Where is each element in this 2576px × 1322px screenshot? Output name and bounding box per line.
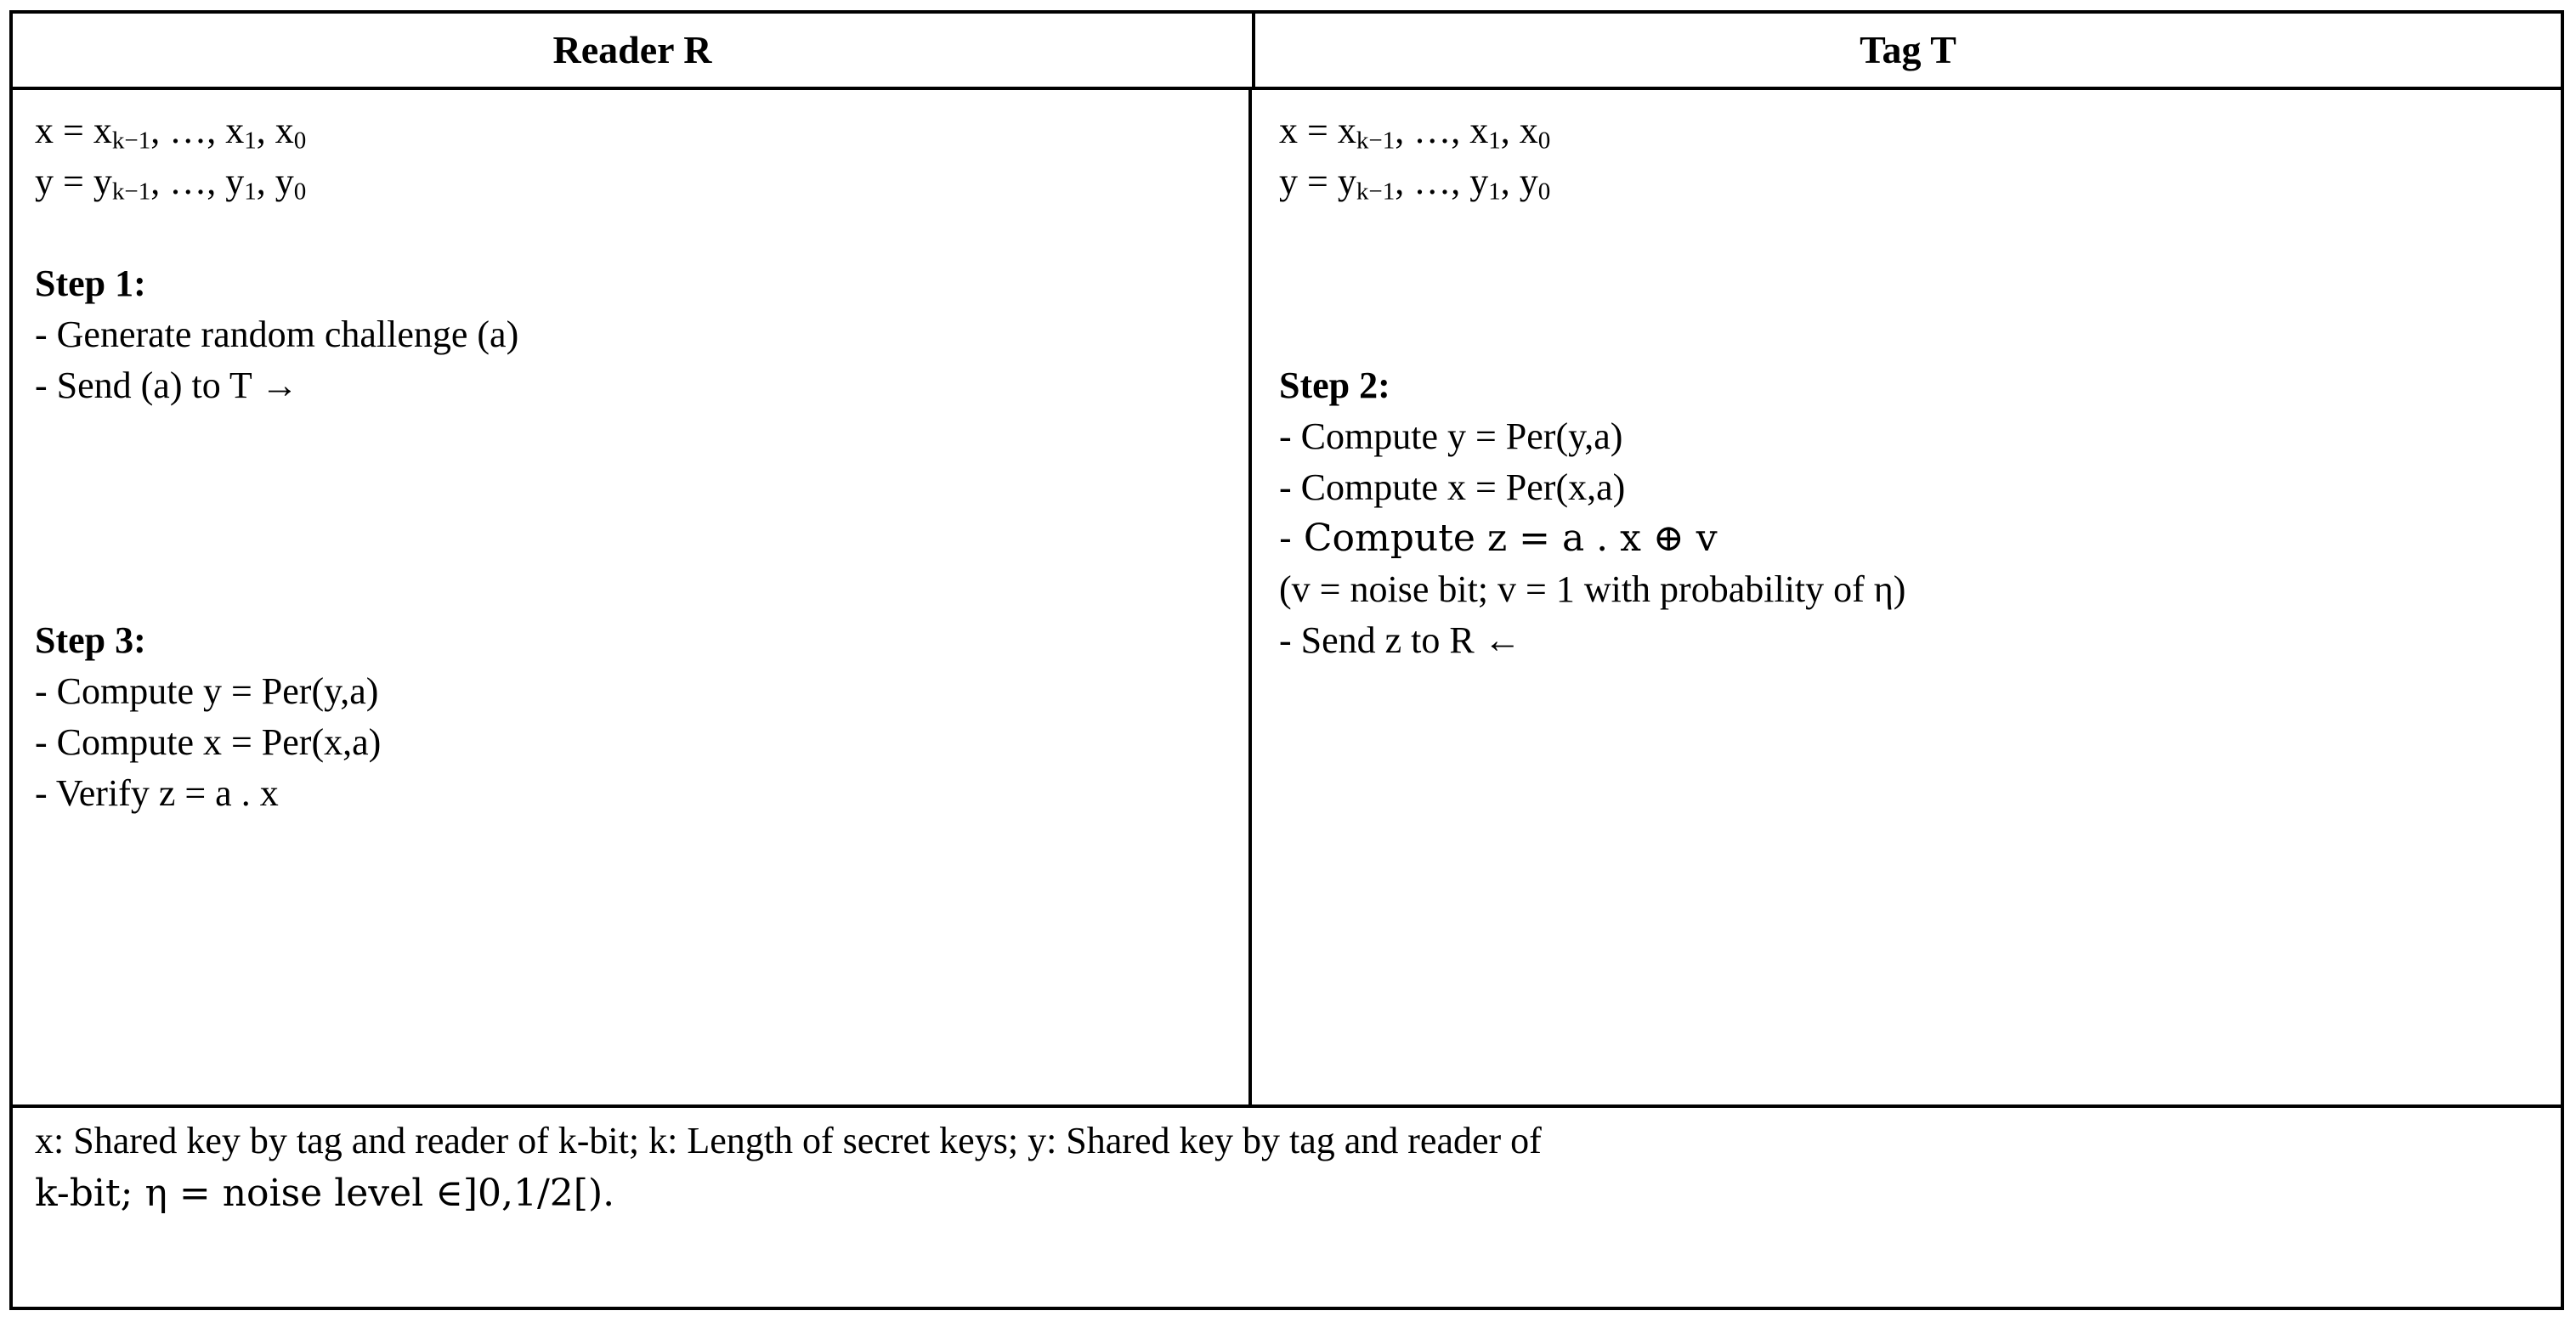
tag-key-def-x-lhs: x = x <box>1279 110 1356 151</box>
tag-key-def-y-lhs: y = y <box>1279 161 1356 202</box>
key-def-x-sub1: k−1 <box>111 127 151 155</box>
tag-key-def-y-mid: , …, y <box>1395 161 1489 202</box>
protocol-table: Reader R Tag T x = xk−1, …, x1, x0 y = y… <box>9 10 2564 1310</box>
column-header-tag-label: Tag T <box>1860 28 1956 71</box>
tag-key-def-x-sub1: k−1 <box>1356 127 1396 155</box>
key-def-y-sub1: k−1 <box>111 178 151 206</box>
tag-step2-title: Step 2: <box>1279 364 1390 406</box>
key-def-x-lhs: x = x <box>35 110 112 151</box>
tag-spacer-3 <box>1279 309 2561 360</box>
tag-step2-line-4: (v = noise bit; v = 1 with probability o… <box>1279 568 1906 610</box>
reader-spacer-1 <box>35 207 1248 258</box>
tag-spacer-2 <box>1279 258 2561 309</box>
key-def-x-sub2: 1 <box>244 127 257 155</box>
tag-key-def-x: x = xk−1, …, x1, x0 <box>1279 105 2561 156</box>
reader-step1-line-2: - Send (a) to T → <box>35 364 298 406</box>
tag-key-def-x-sub3: 0 <box>1537 127 1551 155</box>
tag-key-def-x-mid2: , x <box>1500 110 1538 151</box>
tag-key-def-y-mid2: , y <box>1500 161 1538 202</box>
reader-spacer-3 <box>35 462 1248 513</box>
key-def-y-mid: , …, y <box>150 161 245 202</box>
reader-step3-line-3: - Verify z = a . x <box>35 772 279 814</box>
column-header-reader: Reader R <box>13 14 1255 87</box>
table-header-row: Reader R Tag T <box>13 14 2561 90</box>
reader-spacer-2 <box>35 411 1248 462</box>
legend-row: x: Shared key by tag and reader of k-bit… <box>13 1108 2561 1307</box>
tag-spacer-1 <box>1279 207 2561 258</box>
tag-key-def-y: y = yk−1, …, y1, y0 <box>1279 156 2561 207</box>
tag-key-def-y-sub1: k−1 <box>1356 178 1396 206</box>
tag-step2-line-1: - Compute y = Per(y,a) <box>1279 415 1623 457</box>
reader-step3-title: Step 3: <box>35 619 146 661</box>
tag-step2-line-2: - Compute x = Per(x,a) <box>1279 466 1626 508</box>
key-def-y-lhs: y = y <box>35 161 112 202</box>
tag-step2-line-5: - Send z to R ← <box>1279 619 1521 661</box>
key-def-y-sub3: 0 <box>293 178 307 206</box>
tag-step2-line-3: - Compute z = a . x ⊕ v <box>1279 517 1718 560</box>
tag-key-def-y-sub3: 0 <box>1537 178 1551 206</box>
key-def-y-mid2: , y <box>256 161 294 202</box>
key-def-x-mid2: , x <box>256 110 294 151</box>
reader-spacer-4 <box>35 513 1248 564</box>
column-header-reader-label: Reader R <box>552 28 712 71</box>
reader-step3-line-2: - Compute x = Per(x,a) <box>35 721 382 763</box>
legend-line-2: k-bit; η = noise level ∈]0,1/2[). <box>35 1172 615 1215</box>
reader-step1-line-1: - Generate random challenge (a) <box>35 314 519 355</box>
column-header-tag: Tag T <box>1255 14 2561 87</box>
reader-step1-title: Step 1: <box>35 263 146 304</box>
key-def-x-mid: , …, x <box>150 110 245 151</box>
reader-spacer-5 <box>35 564 1248 615</box>
reader-key-def-x: x = xk−1, …, x1, x0 <box>35 105 1248 156</box>
key-def-y-sub2: 1 <box>244 178 257 206</box>
tag-column: x = xk−1, …, x1, x0 y = yk−1, …, y1, y0 … <box>1252 90 2561 1104</box>
reader-step3-line-1: - Compute y = Per(y,a) <box>35 670 379 712</box>
legend-line-1: x: Shared key by tag and reader of k-bit… <box>35 1120 1542 1161</box>
table-body-row: x = xk−1, …, x1, x0 y = yk−1, …, y1, y0 … <box>13 90 2561 1108</box>
reader-key-def-y: y = yk−1, …, y1, y0 <box>35 156 1248 207</box>
key-def-x-sub3: 0 <box>293 127 307 155</box>
tag-key-def-x-sub2: 1 <box>1488 127 1501 155</box>
tag-key-def-x-mid: , …, x <box>1395 110 1489 151</box>
tag-key-def-y-sub2: 1 <box>1488 178 1501 206</box>
reader-column: x = xk−1, …, x1, x0 y = yk−1, …, y1, y0 … <box>13 90 1252 1104</box>
